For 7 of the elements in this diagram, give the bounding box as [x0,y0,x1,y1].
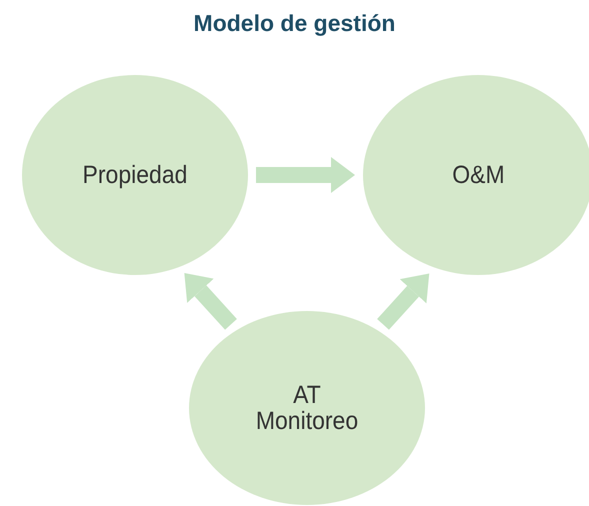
diagram-title: Modelo de gestión [192,10,396,37]
node-label: AT Monitoreo [254,382,360,434]
block-arrow [256,157,355,193]
block-arrow [184,273,237,330]
node-label: O&M [452,162,504,188]
block-arrow [377,274,430,330]
node-label: Propiedad [82,162,188,188]
